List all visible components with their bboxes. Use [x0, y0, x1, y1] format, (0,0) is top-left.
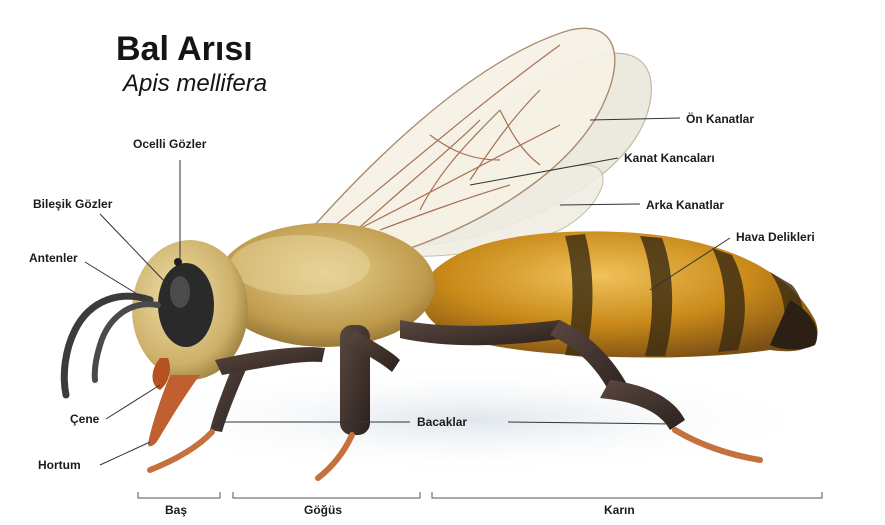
label-legs: Bacaklar — [417, 415, 467, 429]
label-wing-hooks: Kanat Kancaları — [624, 151, 715, 165]
label-forewings: Ön Kanatlar — [686, 112, 754, 126]
region-thorax: Göğüs — [304, 503, 342, 517]
label-antennae: Antenler — [29, 251, 78, 265]
label-compound-eyes: Bileşik Gözler — [33, 197, 112, 211]
thorax-fur-highlight — [230, 235, 370, 295]
compound-eye — [158, 263, 214, 347]
label-proboscis: Hortum — [38, 458, 81, 472]
label-hindwings: Arka Kanatlar — [646, 198, 724, 212]
region-brackets — [138, 492, 822, 498]
label-spiracles: Hava Delikleri — [736, 230, 815, 244]
label-ocelli: Ocelli Gözler — [133, 137, 206, 151]
compound-eye-highlight — [170, 276, 190, 308]
region-abdomen: Karın — [604, 503, 635, 517]
label-mandible: Çene — [70, 412, 99, 426]
ocellus — [174, 258, 182, 266]
region-head: Baş — [165, 503, 187, 517]
page-title: Bal Arısı — [116, 30, 253, 69]
scientific-name: Apis mellifera — [123, 70, 267, 98]
